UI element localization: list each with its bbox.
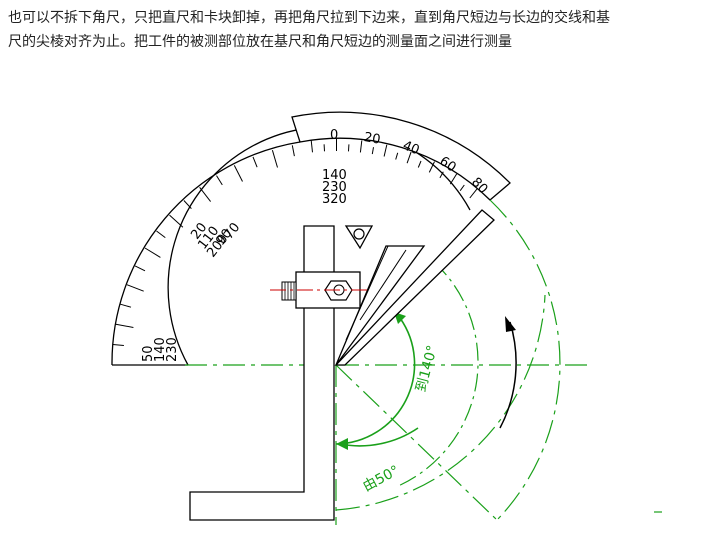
main-scale-tick bbox=[271, 150, 278, 168]
main-scale-tick bbox=[291, 145, 295, 157]
main-scale-tick bbox=[126, 284, 144, 292]
vernier-tick bbox=[406, 151, 412, 164]
main-scale-tick bbox=[144, 247, 161, 258]
vernier-tick bbox=[383, 144, 388, 157]
vernier-tick bbox=[417, 160, 422, 168]
angle-square-short-edge bbox=[359, 249, 407, 321]
main-top-label-320: 320 bbox=[322, 192, 347, 207]
main-scale-tick bbox=[233, 165, 243, 182]
caption-line-2: 尺的尖棱对齐为止。把工件的被测部位放在基尺和角尺短边的测量面之间进行测量 bbox=[8, 34, 512, 50]
main-scale-tick bbox=[252, 156, 258, 168]
main-scale-tick bbox=[199, 186, 211, 202]
main-scale-outer-arc bbox=[111, 141, 301, 366]
inner-sweep-arc bbox=[395, 261, 479, 488]
main-left-label-140: 140 bbox=[153, 337, 168, 362]
main-left-label-50: 50 bbox=[141, 345, 156, 362]
vernier-tick bbox=[359, 140, 363, 153]
base-ruler-l-shape bbox=[189, 225, 335, 521]
vernier-label-40: 40 bbox=[400, 138, 421, 158]
vernier-tick bbox=[395, 152, 399, 160]
rotation-path-arc bbox=[489, 199, 561, 521]
to-angle-label: 到140° bbox=[413, 344, 441, 394]
vernier-plate bbox=[291, 111, 511, 201]
from-angle-label: 由50° bbox=[360, 463, 402, 495]
rotation-direction-arrowhead bbox=[505, 316, 516, 332]
main-scale-tick bbox=[156, 230, 166, 239]
rotation-direction-arc bbox=[499, 321, 517, 429]
caption: 也可以不拆下角尺，只把直尺和卡块卸掉，再把角尺拉到下边来，直到角尺短边与长边的交… bbox=[8, 6, 698, 54]
main-scale-tick bbox=[169, 214, 184, 228]
angle-blade bbox=[334, 209, 495, 366]
main-top-label-230: 230 bbox=[322, 180, 347, 195]
main-top-label-140: 140 bbox=[322, 168, 347, 183]
main-scale-tick bbox=[112, 344, 124, 346]
vernier-tick bbox=[310, 140, 313, 153]
vernier-label-20: 20 bbox=[363, 130, 382, 148]
blade-lock-hole bbox=[353, 228, 365, 240]
vernier-scale-ticks bbox=[310, 139, 478, 199]
clamp-screw-knurl bbox=[284, 282, 295, 300]
main-scale-tick bbox=[183, 200, 192, 209]
vernier-tick bbox=[459, 184, 465, 191]
main-left-label-230: 230 bbox=[165, 337, 180, 362]
from-angle-arrowhead bbox=[336, 438, 348, 450]
from-angle-arc bbox=[339, 427, 419, 447]
vernier-tick bbox=[428, 161, 435, 173]
clamp-screw bbox=[281, 281, 297, 301]
vernier-tick bbox=[371, 147, 374, 155]
outer-sweep-arc bbox=[335, 294, 546, 511]
main-scale-tick bbox=[120, 303, 132, 308]
angle-square-inner-edge bbox=[345, 245, 389, 341]
vernier-tick bbox=[449, 173, 458, 185]
vernier-tick bbox=[469, 188, 478, 199]
main-scale-tick bbox=[134, 265, 146, 272]
main-scale-ticks bbox=[112, 145, 295, 366]
caption-line-1: 也可以不拆下角尺，只把直尺和卡块卸掉，再把角尺拉到下边来，直到角尺短边与长边的交… bbox=[8, 10, 610, 26]
main-scale-tick bbox=[115, 323, 134, 328]
to-angle-arc bbox=[335, 317, 416, 445]
main-scale-tick bbox=[216, 175, 223, 186]
vernier-label-0: 0 bbox=[330, 128, 338, 143]
vernier-tick bbox=[439, 171, 444, 179]
